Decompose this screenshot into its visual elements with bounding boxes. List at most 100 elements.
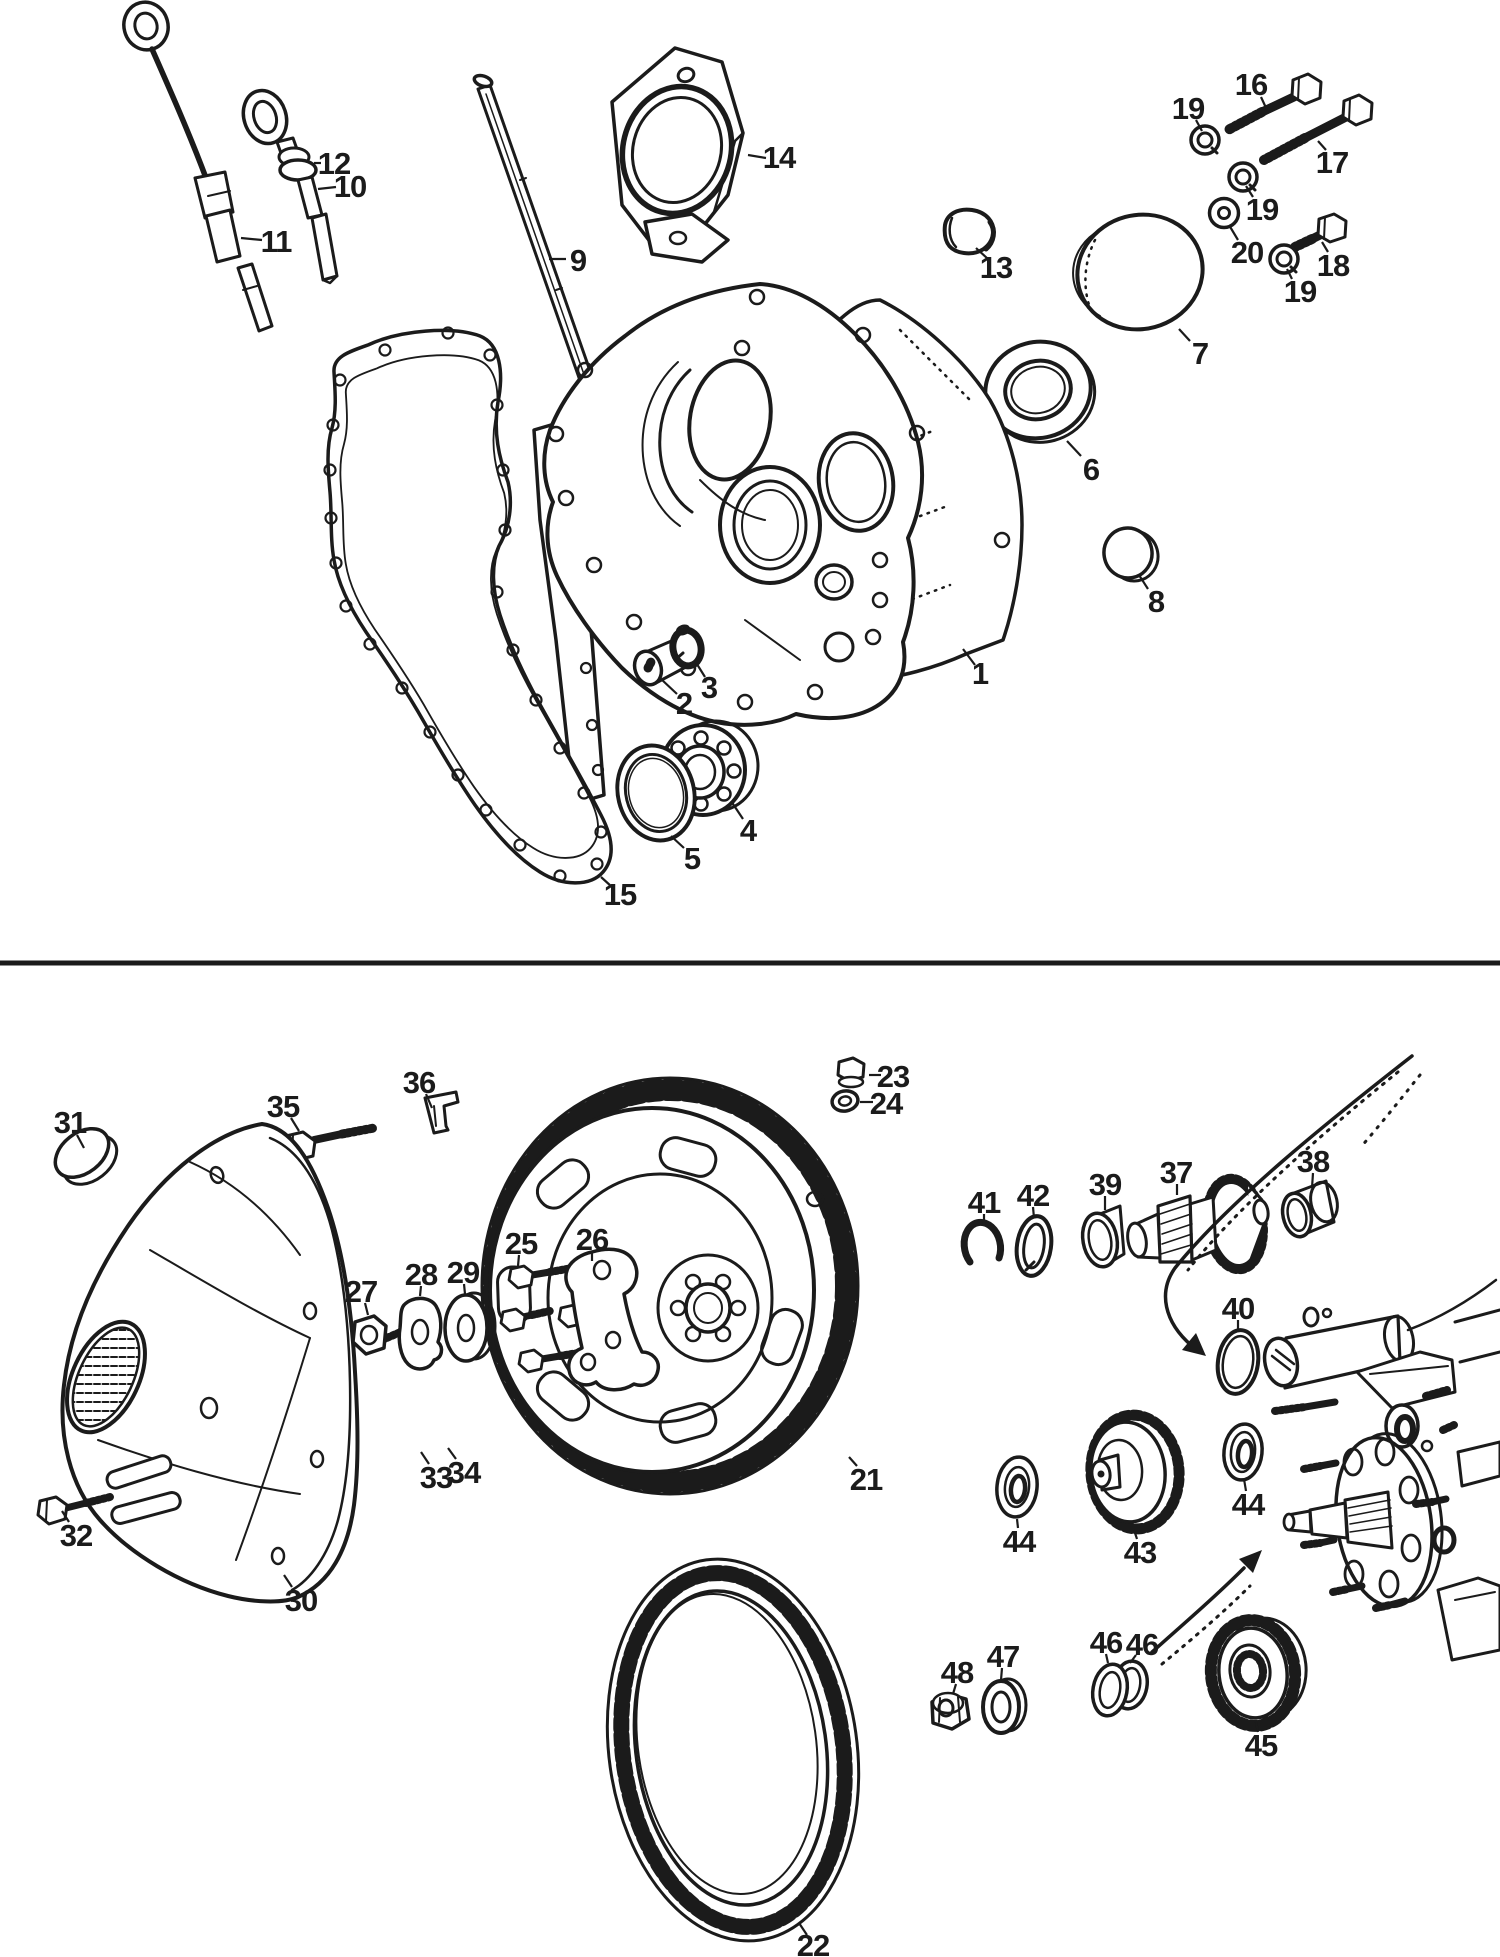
flywheel-housing <box>59 1122 360 1604</box>
spring-washer-19c <box>1268 243 1300 275</box>
callout-leader-1 <box>962 648 976 666</box>
callout-leader-46 <box>1104 1653 1110 1664</box>
callout-leader-47 <box>999 1667 1004 1681</box>
callout-leader-7 <box>1178 328 1191 342</box>
callout-31: 31 <box>54 1105 87 1140</box>
callout-11: 11 <box>261 224 293 259</box>
callout-27: 27 <box>345 1274 377 1309</box>
c-clip-41 <box>960 1218 1005 1266</box>
callout-45: 45 <box>1245 1728 1278 1763</box>
dipstick-short <box>241 88 339 285</box>
callout-7: 7 <box>1192 336 1208 371</box>
callout-leader-17 <box>1317 140 1327 151</box>
flat-washer-20 <box>1207 196 1241 230</box>
oil-seal-6 <box>983 339 1097 444</box>
callout-leader-44 <box>1015 1518 1020 1529</box>
callout-leader-44 <box>1242 1478 1248 1492</box>
input-shaft-37 <box>1126 1173 1270 1275</box>
cover-gasket <box>323 326 613 885</box>
callout-24: 24 <box>870 1086 904 1121</box>
callout-leader-10 <box>317 185 337 191</box>
callout-21: 21 <box>850 1462 883 1497</box>
callout-35: 35 <box>267 1089 300 1124</box>
callout-40: 40 <box>1222 1291 1254 1326</box>
callout-48: 48 <box>941 1655 974 1690</box>
edge-machinery <box>1436 1308 1500 1662</box>
callout-12: 12 <box>318 146 350 181</box>
callout-leader-42 <box>1031 1206 1036 1219</box>
callout-6: 6 <box>1083 452 1100 487</box>
bolt-32 <box>36 1493 114 1526</box>
callout-15: 15 <box>604 877 637 912</box>
cover-cap <box>942 207 996 256</box>
callout-leader-19 <box>1286 268 1293 280</box>
callout-leader-35 <box>290 1117 300 1132</box>
callout-2: 2 <box>676 686 692 721</box>
washers-46 <box>1090 1659 1150 1718</box>
callout-leader-19 <box>1245 185 1254 198</box>
callout-leader-30 <box>283 1574 293 1588</box>
callout-46: 46 <box>1126 1627 1159 1662</box>
callout-28: 28 <box>405 1257 438 1292</box>
gear-45 <box>1204 1614 1308 1732</box>
callout-22: 22 <box>797 1928 829 1957</box>
washer-24 <box>830 1089 860 1113</box>
callout-41: 41 <box>968 1185 1001 1220</box>
flywheel <box>480 1076 860 1496</box>
callout-16: 16 <box>1235 67 1268 102</box>
spring-washer-19a <box>1189 124 1221 156</box>
plug-23 <box>836 1056 866 1089</box>
callout-leader-21 <box>848 1456 858 1467</box>
core-plug-8 <box>1102 526 1160 583</box>
callout-leader-34 <box>447 1447 457 1460</box>
callout-leader-4 <box>730 800 744 820</box>
callout-17: 17 <box>1316 145 1348 180</box>
studs <box>1271 1398 1458 1612</box>
callout-5: 5 <box>684 841 701 876</box>
callout-34: 34 <box>448 1455 482 1490</box>
callout-8: 8 <box>1148 584 1165 619</box>
callout-4: 4 <box>740 813 758 848</box>
clip-36 <box>423 1090 460 1135</box>
callout-leader-11 <box>240 236 263 242</box>
callout-13: 13 <box>980 250 1013 285</box>
callout-3: 3 <box>701 670 718 705</box>
callout-18: 18 <box>1317 248 1350 283</box>
nut-48 <box>930 1691 971 1731</box>
callout-47: 47 <box>987 1639 1019 1674</box>
bushing-38 <box>1280 1179 1339 1239</box>
callout-36: 36 <box>403 1065 436 1100</box>
circlip-3 <box>669 624 705 670</box>
callout-44: 44 <box>1003 1524 1037 1559</box>
assembly-arrow-upper <box>1163 1054 1422 1356</box>
callout-19: 19 <box>1246 192 1279 227</box>
callout-leader-20 <box>1228 224 1239 241</box>
callout-leader-48 <box>951 1683 958 1695</box>
callout-42: 42 <box>1017 1178 1049 1213</box>
gear-43 <box>1085 1409 1185 1535</box>
callout-30: 30 <box>285 1583 317 1618</box>
callout-37: 37 <box>1160 1155 1192 1190</box>
washer-47 <box>981 1677 1028 1735</box>
callout-leader-18 <box>1321 241 1329 253</box>
lock-plate-28 <box>397 1296 444 1371</box>
callout-leader-14 <box>747 153 767 160</box>
callout-leader-8 <box>1138 574 1149 590</box>
callout-leader-38 <box>1310 1172 1315 1189</box>
callout-leader-6 <box>1066 440 1082 457</box>
callout-19: 19 <box>1172 91 1205 126</box>
cover-bolt-short-18 <box>1290 212 1348 252</box>
washer-44-left <box>995 1455 1039 1519</box>
top-section <box>122 0 1374 885</box>
seal-ring-5 <box>615 743 697 843</box>
callout-leader-32 <box>61 1510 70 1523</box>
callout-leader-45 <box>1254 1721 1260 1733</box>
cover-disc-7 <box>1072 212 1205 332</box>
callout-leader-43 <box>1132 1529 1139 1540</box>
washer-29 <box>443 1291 497 1363</box>
callout-25: 25 <box>505 1226 538 1261</box>
o-ring-40 <box>1215 1328 1261 1396</box>
ring-42 <box>1014 1214 1054 1278</box>
callout-33: 33 <box>420 1460 453 1495</box>
